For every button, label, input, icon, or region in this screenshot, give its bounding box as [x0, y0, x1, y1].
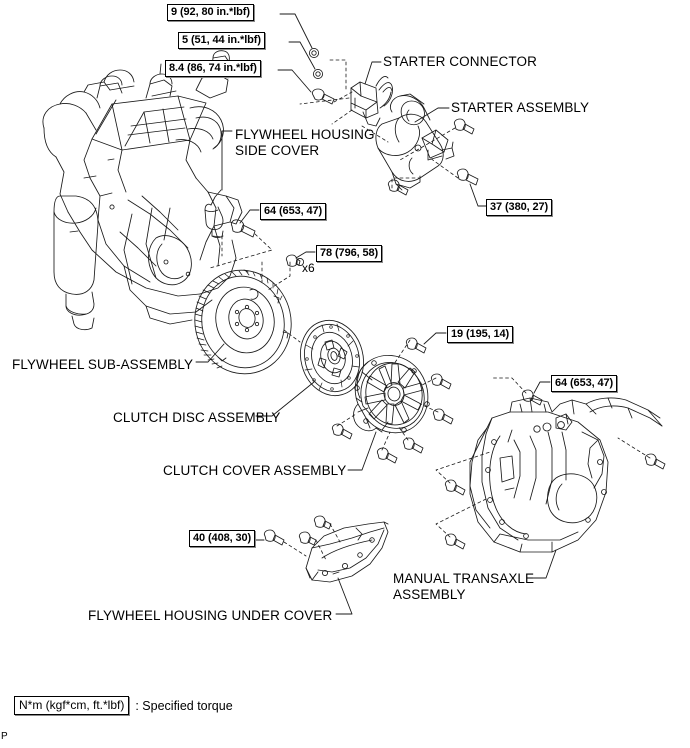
label-line-2: ASSEMBLY: [393, 587, 466, 602]
bolt-flywheel: [285, 254, 305, 267]
bolt-transaxle-left-mid: [444, 479, 466, 496]
bolt-clutch-cover-5: [331, 423, 353, 440]
label-line-1: FLYWHEEL HOUSING: [235, 127, 375, 142]
clutch-disc-assembly-part: [300, 320, 364, 396]
starter-assembly-part: [375, 93, 455, 191]
bolt-transaxle-right: [644, 453, 666, 470]
torque-callout-78: 78 (796, 58): [316, 245, 383, 262]
bolt-small-1: [308, 47, 320, 59]
bolt-transaxle-top: [521, 389, 543, 406]
label-line-2: SIDE COVER: [235, 143, 320, 158]
page-mark: P: [1, 731, 8, 742]
label-flywheel-sub-assembly: FLYWHEEL SUB-ASSEMBLY: [12, 357, 194, 372]
label-starter-connector: STARTER CONNECTOR: [383, 54, 537, 69]
label-starter-assembly: STARTER ASSEMBLY: [451, 100, 590, 115]
torque-callout-19: 19 (195, 14): [447, 326, 514, 343]
legend-description: : Specified torque: [135, 698, 233, 713]
bolt-small-2: [312, 68, 324, 80]
bolt-starter-lower-right: [456, 168, 479, 186]
torque-callout-64-transaxle: 64 (653, 47): [551, 375, 618, 392]
legend-unit-box: N*m (kgf*cm, ft.*lbf): [14, 696, 130, 715]
torque-callout-37: 37 (380, 27): [486, 199, 553, 216]
label-manual-transaxle-assembly: MANUAL TRANSAXLE ASSEMBLY: [393, 571, 543, 603]
bolt-under-cover-mid: [298, 531, 317, 546]
label-flywheel-housing-under-cover: FLYWHEEL HOUSING UNDER COVER: [88, 608, 333, 623]
bolt-clutch-cover-1: [405, 337, 427, 354]
bolt-starter-lower-left: [387, 179, 409, 196]
label-clutch-disc-assembly: CLUTCH DISC ASSEMBLY: [113, 410, 281, 425]
label-clutch-cover-assembly: CLUTCH COVER ASSEMBLY: [163, 463, 347, 478]
starter-connector-part: [350, 76, 393, 127]
bolt-under-cover-left: [263, 529, 285, 546]
flywheel-housing-side-cover-part: [204, 189, 224, 238]
bolt-quantity-label: x6: [302, 261, 315, 275]
leader-lines: [195, 13, 557, 615]
bolt-transaxle-left-low: [444, 533, 466, 550]
bolt-side-cover: [230, 219, 256, 238]
clutch-cover-assembly-part: [353, 355, 430, 434]
fastener-bolts: [230, 47, 666, 550]
torque-legend: N*m (kgf*cm, ft.*lbf) : Specified torque: [14, 696, 233, 715]
assembly-dashed-lines: [209, 59, 651, 561]
label-flywheel-housing-side-cover: FLYWHEEL HOUSING SIDE COVER: [235, 127, 385, 159]
bolt-clutch-cover-2: [430, 373, 452, 390]
bolt-starter-upper: [453, 118, 475, 135]
bolt-under-cover-top: [313, 515, 332, 530]
bolt-clutch-cover-3: [432, 408, 454, 425]
torque-callout-9: 9 (92, 80 in.*lbf): [167, 4, 254, 21]
engine-block-illustration: [42, 50, 243, 331]
flywheel-sub-assembly-part: [194, 269, 292, 375]
bolt-clutch-cover-4: [402, 437, 424, 454]
torque-callout-64-side-cover: 64 (653, 47): [260, 203, 327, 220]
torque-callout-8-4: 8.4 (86, 74 in.*lbf): [165, 60, 261, 77]
bolt-flanged-3: [311, 88, 335, 105]
label-line-1: MANUAL TRANSAXLE: [393, 571, 535, 586]
flywheel-housing-under-cover-part: [305, 521, 389, 583]
manual-transaxle-assembly-part: [469, 397, 663, 553]
torque-callout-5: 5 (51, 44 in.*lbf): [178, 32, 265, 49]
torque-callout-40: 40 (408, 30): [189, 530, 256, 547]
bolt-clutch-cover-6: [376, 447, 398, 464]
